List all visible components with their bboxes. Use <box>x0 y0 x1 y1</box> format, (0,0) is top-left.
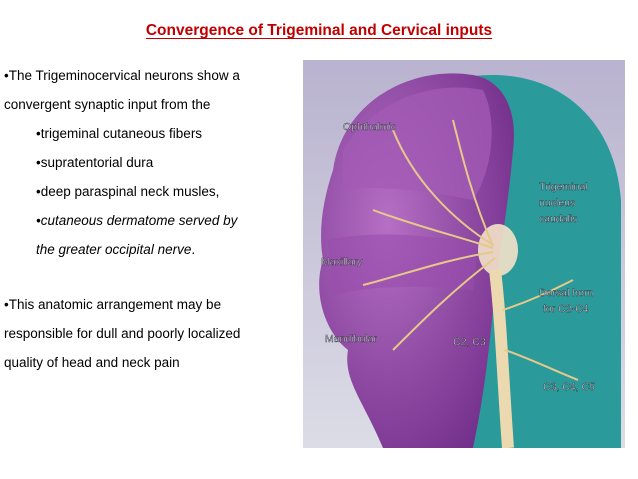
occipital-nerve-period: . <box>191 242 196 257</box>
label-for-c2-c4: for C2-C4 <box>543 303 589 315</box>
conclusion-line-1: •This anatomic arrangement may be <box>4 297 222 312</box>
label-ophthalmic: Ophthalmic <box>343 121 396 133</box>
label-c3-c4-c5: C3, C4, C5 <box>543 381 595 393</box>
bullet-occipital-nerve: the greater occipital nerve. <box>36 235 296 264</box>
conclusion-line-3: quality of head and neck pain <box>4 355 180 370</box>
label-trigeminal: Trigeminal <box>539 181 588 193</box>
label-nucleus: nucleus <box>539 197 575 209</box>
bullet-supratentorial-dura: •supratentorial dura <box>36 155 154 170</box>
intro-line-2: convergent synaptic input from the <box>4 97 211 112</box>
intro-line-1: •The Trigeminocervical neurons show a <box>4 68 240 83</box>
label-maxillary: Maxillary <box>321 256 363 268</box>
trigeminal-nucleus <box>478 224 518 276</box>
label-caudalis: caudalis <box>539 213 578 225</box>
head-dermatome-figure: Ophthalmic Maxillary Mandibular Trigemin… <box>303 60 625 448</box>
head-illustration: Ophthalmic Maxillary Mandibular Trigemin… <box>303 60 625 448</box>
slide-title: Convergence of Trigeminal and Cervical i… <box>0 22 638 40</box>
spinal-cord <box>489 269 514 448</box>
occipital-nerve-text: the greater occipital nerve <box>36 242 192 257</box>
maxillary-region <box>328 234 478 295</box>
ophthalmic-region <box>343 87 492 200</box>
nerve-fibers <box>362 119 579 381</box>
slide-title-text: Convergence of Trigeminal and Cervical i… <box>145 22 493 39</box>
label-c2-c3: C2, C3 <box>453 336 486 348</box>
bullet-trigeminal-fibers: •trigeminal cutaneous fibers <box>36 126 203 141</box>
conclusion-line-2: responsible for dull and poorly localize… <box>4 326 241 341</box>
bullet-cutaneous-dermatome: •cutaneous dermatome served by <box>36 213 238 228</box>
label-dorsal-horn: Dorsal horn <box>539 287 593 299</box>
label-mandibular: Mandibular <box>325 333 377 345</box>
bullet-paraspinal-muscles: •deep paraspinal neck musles, <box>36 184 220 199</box>
